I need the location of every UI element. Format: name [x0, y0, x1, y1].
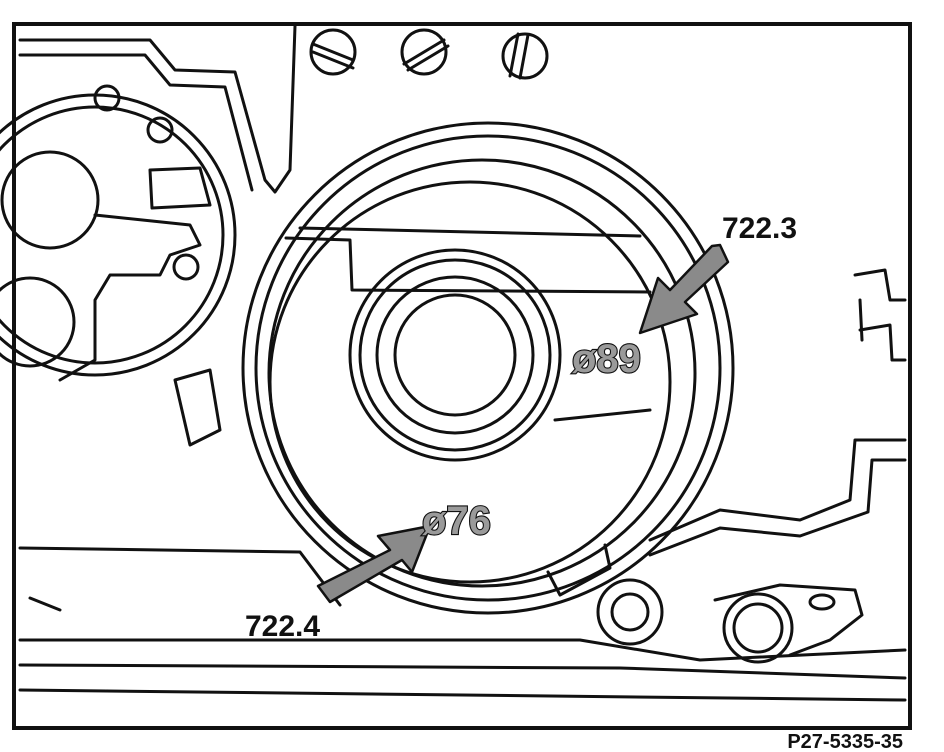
- boss-right-hole: [808, 593, 836, 611]
- right-casting-outline: [648, 438, 907, 542]
- left-housing-bore-low: [0, 276, 76, 368]
- boss-left-outer: [596, 578, 664, 646]
- diameter-76-label: ø76: [422, 499, 491, 543]
- boss-right-inner: [732, 602, 784, 654]
- bottom-rail-3: [18, 688, 907, 702]
- seal-ring-89: [268, 180, 672, 584]
- main-bore-outer: [241, 121, 735, 615]
- upper-bracket: [18, 24, 297, 194]
- bore-locating-tab: [546, 543, 612, 597]
- left-housing-web: [58, 213, 202, 382]
- screw-middle: [400, 28, 448, 76]
- seal-ring-76: [348, 248, 562, 462]
- left-housing-hole-low: [172, 253, 200, 281]
- figure-reference: P27-5335-35: [787, 731, 903, 752]
- left-housing-slot: [148, 166, 212, 210]
- bottom-rail-1: [18, 638, 907, 662]
- diameter-89-label: ø89: [572, 337, 641, 381]
- screw-right: [501, 32, 549, 80]
- bore-web-lower: [553, 408, 652, 422]
- bore-web-top-edge: [298, 226, 642, 238]
- left-lower-lug: [173, 368, 222, 447]
- left-housing-inner: [0, 105, 225, 365]
- shaft-outer: [375, 275, 535, 435]
- boss-right-flange: [713, 583, 864, 657]
- housing-linework: [0, 24, 907, 702]
- upper-bracket-inner: [18, 53, 254, 192]
- lower-left-tick: [28, 596, 62, 612]
- label-722-4: 722.4: [245, 610, 320, 643]
- seal-ring-76-inner: [358, 258, 552, 452]
- bottom-rail-2: [18, 663, 907, 680]
- arrow-lower-pointer: [316, 524, 432, 604]
- arrow-upper-pointer: [638, 243, 730, 335]
- label-722-3: 722.3: [722, 212, 797, 245]
- boss-right-outer: [722, 592, 794, 664]
- shaft-inner: [393, 293, 517, 417]
- left-housing-hole-top: [93, 84, 121, 112]
- right-casting-outline-2: [648, 458, 907, 557]
- main-bore-outer-2: [254, 134, 722, 602]
- screw-left: [309, 28, 357, 76]
- right-stub: [853, 268, 907, 362]
- boss-left-inner: [610, 592, 650, 632]
- left-housing-bore: [0, 150, 100, 250]
- left-housing-hole-mid: [146, 116, 174, 144]
